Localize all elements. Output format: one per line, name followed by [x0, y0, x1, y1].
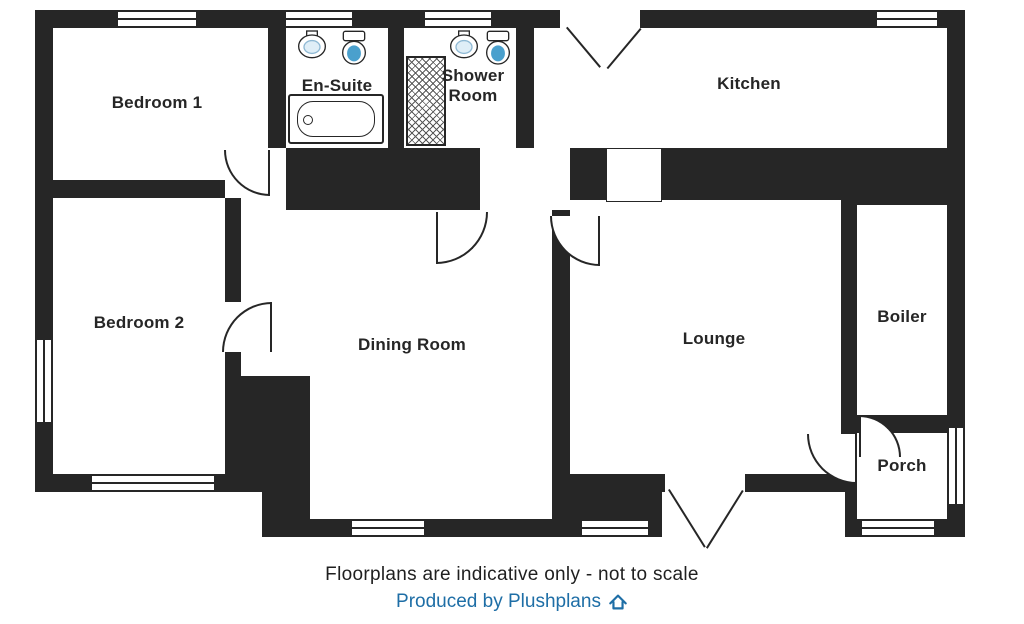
- french-door-opening: [665, 474, 745, 492]
- credit-text: Produced by Plushplans: [396, 591, 601, 612]
- shower-tray-icon: [406, 56, 446, 146]
- room-kitchen: [534, 28, 947, 148]
- french-door-leaf-right: [705, 490, 744, 549]
- window-bedroom1-top: [118, 10, 196, 28]
- bath-inner-rim: [297, 101, 375, 137]
- room-bedroom2: [53, 198, 225, 474]
- credit-line: Produced by Plushplans: [0, 591, 1024, 613]
- french-door-leaf-left: [668, 488, 706, 548]
- room-label-dining-room: Dining Room: [358, 335, 466, 354]
- window-ensuite-top: [286, 10, 352, 28]
- bath-drain: [303, 115, 313, 125]
- wall-bedroom2-hall-upper: [225, 198, 241, 302]
- window-porch-bottom: [862, 519, 934, 537]
- room-label-lounge: Lounge: [682, 329, 746, 348]
- window-hall-bottom: [582, 519, 648, 537]
- room-label-boiler: Boiler: [877, 307, 927, 326]
- kitchen-door-opening: [560, 10, 640, 28]
- wall-bedroom2-hall-lower: [225, 352, 241, 376]
- room-corridor: [480, 148, 570, 210]
- kitchen-lounge-opening: [606, 148, 662, 202]
- room-label-porch: Porch: [877, 456, 927, 475]
- window-porch-right: [947, 428, 965, 504]
- ensuite-toilet-icon: [338, 30, 370, 66]
- bath-icon: [288, 94, 384, 144]
- shower-toilet-icon: [482, 30, 514, 66]
- room-boiler: [857, 205, 947, 415]
- room-label-shower-room: Shower Room: [441, 66, 505, 105]
- room-label-bedroom1: Bedroom 1: [111, 93, 203, 112]
- room-dining: [310, 210, 552, 519]
- room-label-ensuite: En-Suite: [301, 76, 373, 95]
- room-label-kitchen: Kitchen: [717, 74, 781, 93]
- ensuite-sink-icon: [296, 30, 328, 60]
- window-shower-top: [425, 10, 491, 28]
- shower-sink-icon: [448, 30, 480, 60]
- window-kitchen-top: [877, 10, 937, 28]
- wall-ensuite-hall: [286, 148, 310, 210]
- plushplans-house-icon: [608, 592, 628, 612]
- window-bedroom2-bottom: [92, 474, 214, 492]
- room-label-bedroom2: Bedroom 2: [93, 313, 185, 332]
- window-dining-bottom: [352, 519, 424, 537]
- disclaimer-text: Floorplans are indicative only - not to …: [325, 564, 699, 585]
- window-bedroom2-left: [35, 340, 53, 422]
- room-lounge: [570, 200, 841, 474]
